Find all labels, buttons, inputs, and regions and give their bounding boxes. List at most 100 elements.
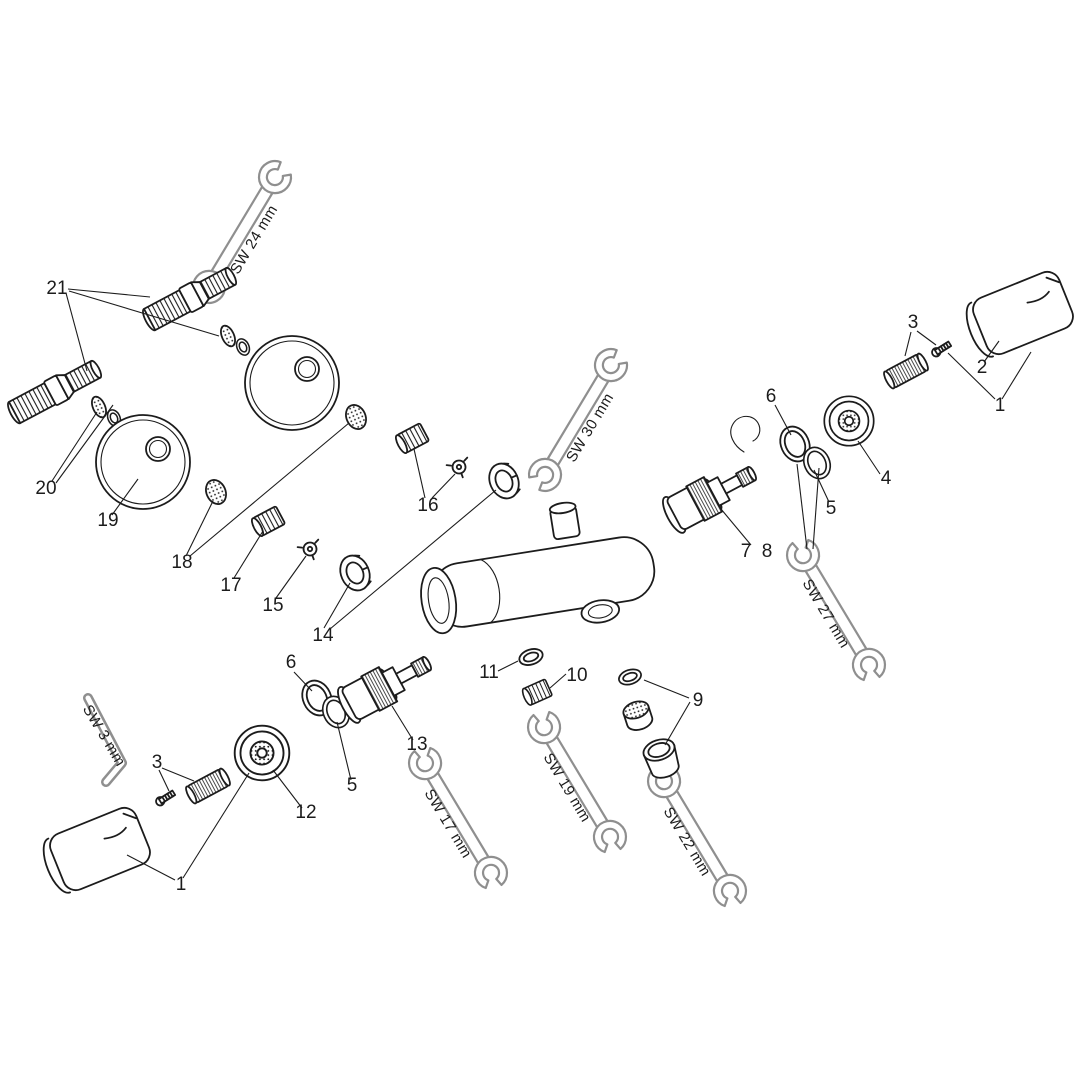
leader-line — [413, 448, 426, 499]
leader-line — [185, 500, 214, 557]
wrench-sw19 — [521, 704, 633, 860]
strainer-right — [341, 400, 371, 434]
threaded-adapter-right — [392, 422, 431, 456]
leader-line — [272, 769, 303, 809]
mixer-body — [420, 501, 656, 635]
callout-11: 11 — [479, 662, 499, 683]
o-ring — [516, 645, 546, 669]
leader-line — [233, 530, 264, 579]
tools-layer — [83, 154, 892, 914]
leader-line — [68, 290, 220, 337]
aerator-adapter — [519, 678, 554, 708]
thermostat-cartridge — [657, 453, 765, 537]
allen-key-sw3-label: SW 3 mm — [79, 702, 129, 770]
leader-line — [720, 508, 752, 546]
check-valve-right — [445, 456, 474, 482]
callout-21: 21 — [46, 278, 67, 299]
union-nut-left — [333, 549, 377, 597]
leader-line — [774, 404, 792, 436]
leader-line — [497, 660, 519, 672]
leader-line — [55, 404, 114, 484]
callout-12: 12 — [295, 802, 316, 823]
seal-nut-upper — [233, 336, 253, 358]
leader-lines — [51, 288, 1032, 881]
callout-16: 16 — [417, 495, 438, 516]
callout-19: 19 — [97, 510, 118, 531]
filter-washer-upper — [217, 322, 239, 350]
handle-right — [958, 267, 1078, 363]
aerator-insert — [620, 697, 656, 734]
callout-10: 10 — [566, 665, 587, 686]
leader-line — [161, 767, 195, 782]
leader-line — [65, 292, 88, 372]
leader-line — [323, 582, 351, 629]
callout-6-right: 6 — [766, 386, 777, 407]
callout-9: 9 — [693, 690, 704, 711]
knurled-spindle-right — [881, 351, 931, 391]
wrench-sw22 — [641, 758, 753, 914]
leader-line — [158, 769, 170, 792]
knurled-spindle-left — [183, 766, 233, 806]
leader-line — [189, 422, 350, 557]
leader-line — [336, 721, 352, 781]
leader-line — [182, 772, 250, 879]
callout-labels: 21 20 19 18 17 15 16 14 11 10 9 7 8 6 5 … — [35, 278, 1005, 895]
wrench-sw30 — [522, 342, 634, 498]
callout-1-left: 1 — [176, 874, 187, 895]
callout-5-right: 5 — [826, 498, 837, 519]
callout-17: 17 — [220, 575, 241, 596]
leader-line — [431, 473, 456, 499]
s-connector-lower — [3, 355, 106, 428]
leader-line — [664, 701, 691, 746]
callout-3-left: 3 — [152, 752, 163, 773]
leader-line — [796, 463, 808, 550]
leader-line — [813, 469, 830, 503]
leader-line — [1001, 351, 1032, 400]
leader-line — [275, 555, 307, 599]
threaded-adapter-left — [248, 505, 287, 539]
allen-key-sw3 — [83, 693, 127, 787]
leader-line — [391, 705, 414, 741]
leader-line — [947, 352, 996, 400]
callout-3-right: 3 — [908, 312, 919, 333]
callout-8: 8 — [762, 541, 773, 562]
filter-washer-lower — [88, 393, 110, 421]
leader-line — [51, 411, 98, 482]
callout-5-left: 5 — [347, 775, 358, 796]
leader-line — [916, 330, 937, 346]
dome-cap-right — [823, 395, 875, 447]
check-valve-left — [296, 538, 325, 564]
set-screw-left — [153, 788, 177, 808]
leader-line — [983, 340, 1000, 363]
handle-left — [35, 803, 155, 899]
strainer-left — [201, 475, 231, 509]
callout-18: 18 — [171, 552, 192, 573]
wrench-sw17 — [402, 740, 514, 896]
parts-layer — [3, 262, 1078, 899]
leader-line — [904, 331, 912, 357]
union-nut-right — [482, 457, 526, 505]
callout-2: 2 — [977, 357, 988, 378]
callout-15: 15 — [262, 595, 283, 616]
leader-line — [293, 671, 313, 692]
callout-4: 4 — [881, 468, 892, 489]
dome-cap-left — [233, 724, 291, 782]
callout-6-left: 6 — [286, 652, 297, 673]
callout-1-right: 1 — [995, 395, 1006, 416]
leader-line — [329, 489, 497, 630]
leader-line — [126, 854, 176, 881]
retaining-hook — [730, 415, 761, 453]
callout-14: 14 — [312, 625, 334, 646]
leader-line — [857, 440, 881, 475]
s-connector-upper — [138, 262, 241, 335]
escutcheon-lower — [95, 414, 191, 510]
leader-line — [643, 679, 690, 699]
aerator-seal — [616, 665, 644, 689]
leader-line — [67, 288, 151, 298]
control-cartridge — [332, 643, 440, 727]
leader-line — [812, 467, 820, 550]
leader-line — [111, 478, 139, 516]
callout-20: 20 — [35, 478, 56, 499]
callout-7: 7 — [741, 541, 752, 562]
leader-line — [549, 673, 567, 689]
